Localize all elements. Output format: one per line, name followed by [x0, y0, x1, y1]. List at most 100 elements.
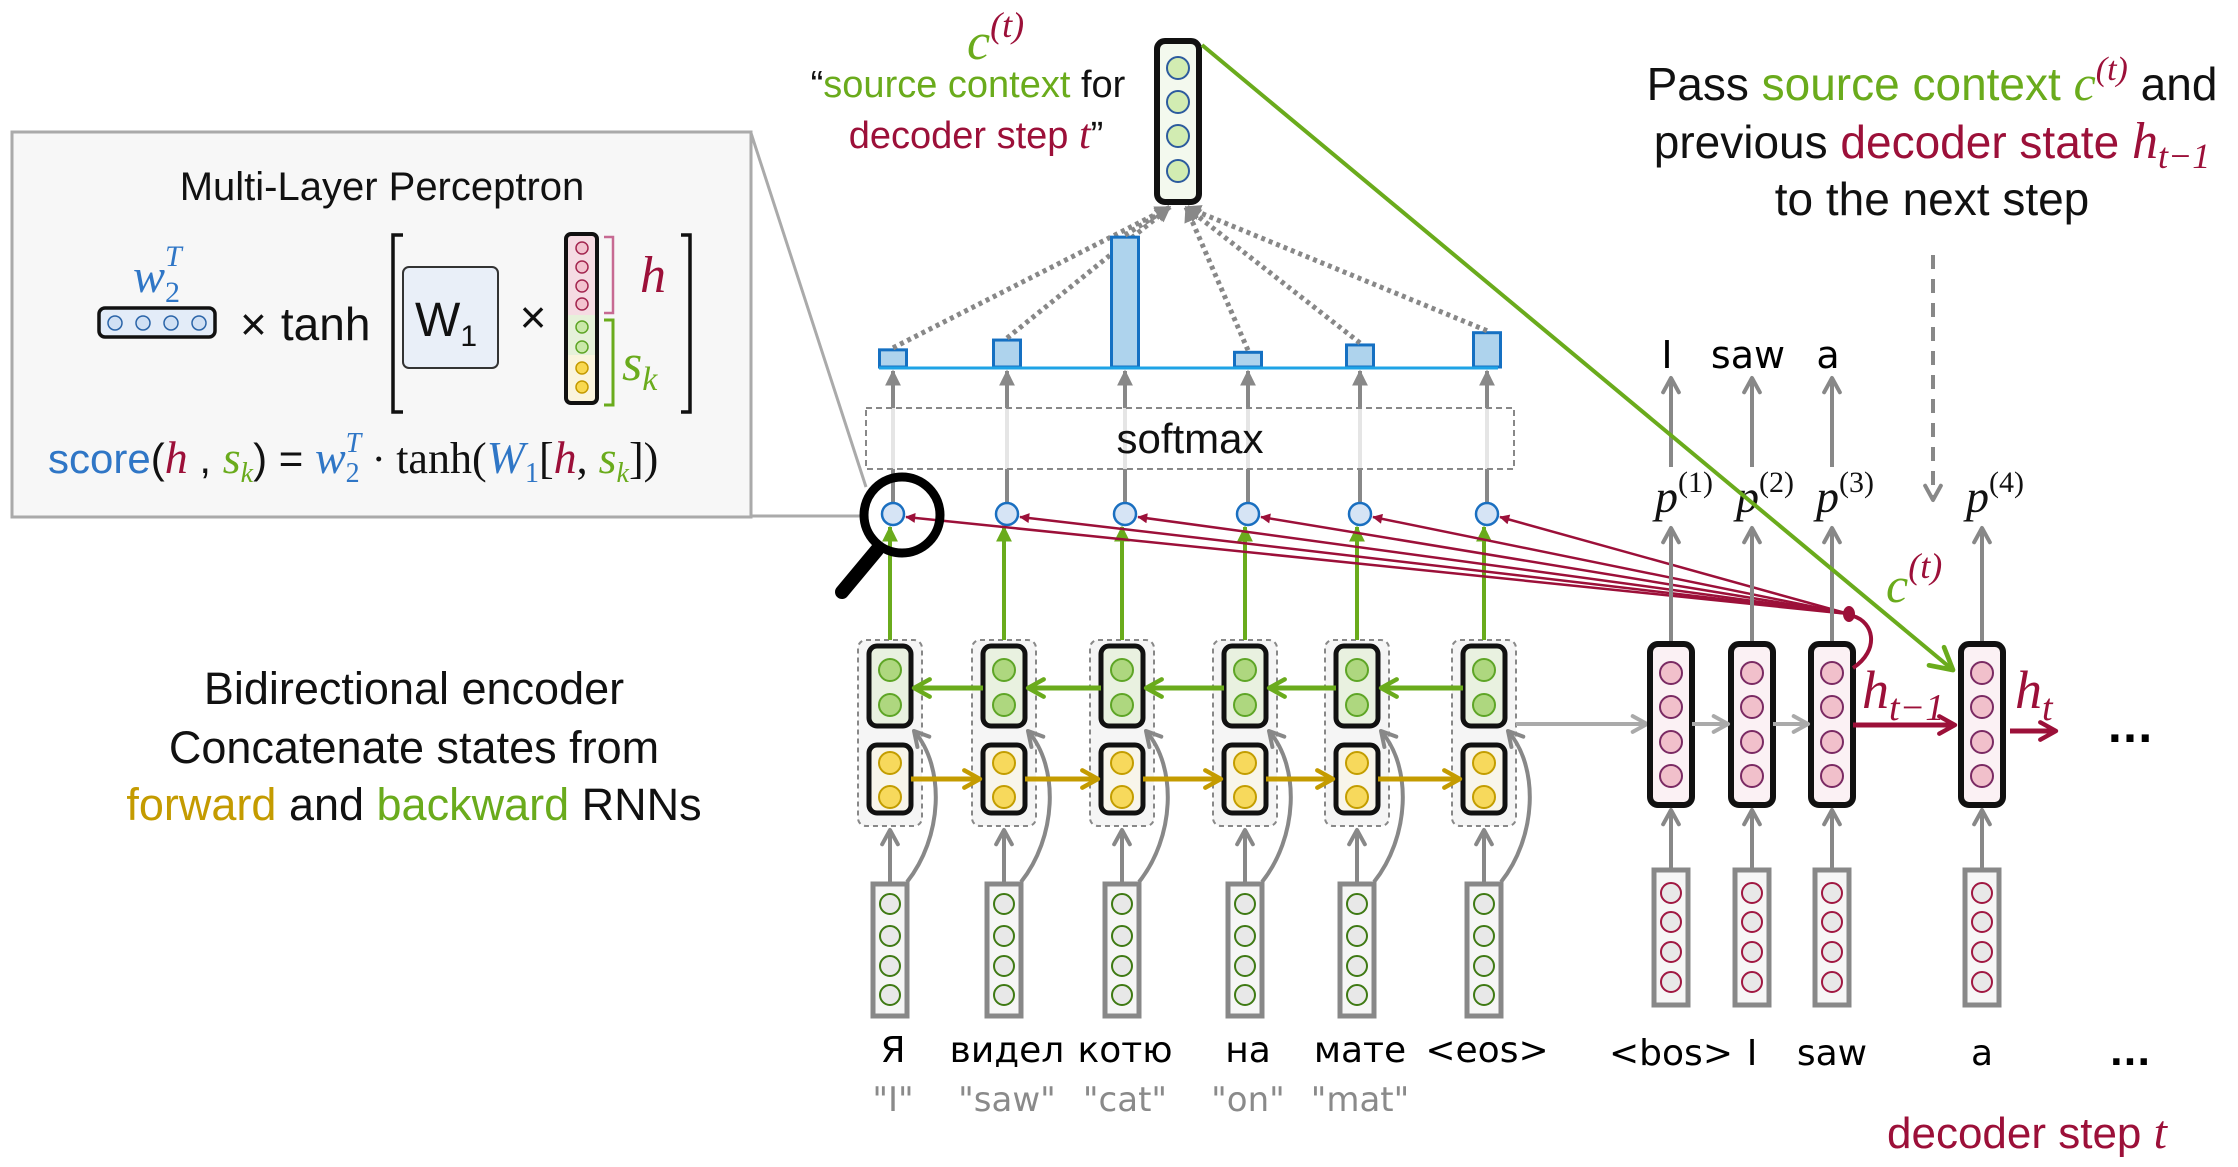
embedding-unit — [1346, 955, 1368, 977]
source-token: <eos> — [1425, 1030, 1548, 1071]
caption-forward: forward — [126, 779, 276, 830]
decoder-state-unit — [1659, 695, 1683, 719]
formula-part: k — [617, 458, 630, 489]
formula-part: 2 — [346, 458, 360, 489]
attention-weight-bar — [1233, 350, 1263, 369]
forward-state-unit — [1110, 751, 1134, 775]
formula-part: k — [241, 458, 254, 489]
prediction-label: p(4) — [1963, 466, 2024, 522]
note-c-sup: (t) — [2096, 51, 2128, 88]
note-line3: to the next step — [1775, 173, 2090, 225]
note-source-context: source context — [1762, 58, 2074, 110]
decoder-state-unit — [1820, 730, 1844, 754]
magnifier-handle — [835, 543, 884, 599]
embedding-unit — [1234, 984, 1256, 1006]
context-symbol-base: c — [967, 14, 990, 71]
attention-score-node — [1347, 501, 1373, 527]
source-token-translation: "I" — [872, 1080, 913, 1120]
note-pass: Pass — [1647, 58, 1762, 110]
embedding-unit — [1234, 893, 1256, 915]
embedding-unit — [1821, 971, 1843, 993]
context-vector-box — [1154, 38, 1202, 205]
encoder-column: видел"saw" — [950, 501, 1064, 1120]
embedding-unit — [1473, 984, 1495, 1006]
weighted-sum-arrow — [1184, 204, 1488, 334]
w1-sub: 1 — [460, 320, 477, 353]
backward-state-unit — [992, 658, 1016, 682]
embedding-to-backward-arrow — [1372, 729, 1405, 884]
forward-state-unit — [878, 751, 902, 775]
context-caption-line1: “source context for — [811, 64, 1126, 106]
formula-part: · — [361, 437, 396, 483]
note-and: and — [2128, 58, 2218, 110]
encoder-caption-subtitle: Concatenate states from — [169, 722, 659, 773]
embedding-unit — [1346, 925, 1368, 947]
softmax-box — [865, 407, 1515, 470]
sk-brace — [604, 318, 615, 407]
attention-score-node — [994, 501, 1020, 527]
decoder-state-to-score-arrow — [1499, 514, 1850, 616]
encoder-column: котю"cat" — [1077, 501, 1173, 1120]
times-tanh: ×tanh — [240, 298, 370, 350]
sk-forward-unit — [575, 380, 589, 394]
embedding-unit — [879, 925, 901, 947]
decoder-state-junction-dot — [1843, 606, 1855, 622]
encoder-caption-line3: forward and backward RNNs — [126, 779, 701, 830]
embedding-unit — [1971, 911, 1993, 933]
weighted-sum-arrow — [1184, 205, 1362, 345]
decoder-state-unit — [1659, 764, 1683, 788]
formula-part: T — [346, 428, 364, 459]
caption-open-quote: “ — [811, 64, 824, 106]
sk-backward-unit — [575, 320, 589, 334]
w2-base: w — [133, 250, 165, 303]
score-formula: score(h , sk) = w2T · tanh(W1[h, sk]) — [48, 428, 658, 489]
context-symbol: c(t) — [967, 5, 1024, 71]
w2-unit — [135, 315, 151, 331]
h-prev-base: h — [1862, 660, 1889, 720]
decoder-context-base: c — [1886, 557, 1908, 613]
context-to-decoder-arrow — [1200, 43, 1956, 673]
w2-vector — [97, 306, 217, 339]
embedding-unit — [1346, 893, 1368, 915]
decoder-state-to-score-arrow — [1372, 513, 1850, 616]
h-curr-base: h — [2015, 660, 2042, 720]
decoder-state-unit — [1970, 764, 1994, 788]
embedding-unit — [1971, 971, 1993, 993]
embedding-unit — [879, 984, 901, 1006]
formula-part: ) — [253, 435, 267, 482]
decoder-state-unit — [1820, 764, 1844, 788]
source-token: котю — [1077, 1030, 1172, 1071]
source-token-translation: "on" — [1211, 1080, 1285, 1120]
backward-state-unit — [1110, 658, 1134, 682]
output-token: saw — [1711, 333, 1785, 377]
attention-weight-bar — [1110, 235, 1140, 369]
decoder-layer: <bos>p(1)IIp(2)sawsawp(3)aap(4)... — [1516, 333, 2151, 1074]
w2-unit — [107, 315, 123, 331]
sk-label: sk — [622, 335, 658, 398]
context-symbol-sup: (t) — [990, 5, 1024, 45]
note-previous: previous — [1654, 116, 1841, 168]
tanh-text: tanh — [281, 298, 371, 350]
decoder-column: <bos>p(1)I — [1609, 333, 1733, 1074]
caption-close-quote: ” — [1091, 115, 1104, 157]
backward-state-unit — [1345, 693, 1369, 717]
formula-part: score — [48, 435, 151, 482]
decoder-state-to-score-arrow — [905, 512, 1850, 616]
embedding-unit — [879, 893, 901, 915]
right-bracket — [681, 233, 692, 414]
backward-state-unit — [1472, 658, 1496, 682]
backward-state-unit — [1233, 693, 1257, 717]
w2-sup: T — [165, 240, 184, 273]
caption-and: and — [276, 779, 376, 830]
decoder-column: ap(4) — [1958, 466, 2024, 1074]
w2-label: w2T — [133, 240, 184, 309]
forward-state-unit — [1472, 785, 1496, 809]
embedding-to-backward-arrow — [1499, 729, 1532, 884]
output-token: a — [1816, 333, 1839, 377]
h-curr-sub: t — [2042, 687, 2054, 729]
prediction-sup: (1) — [1678, 466, 1713, 499]
context-unit — [1166, 56, 1190, 80]
attention-weight-bar — [1472, 331, 1502, 369]
h-unit — [575, 279, 589, 293]
